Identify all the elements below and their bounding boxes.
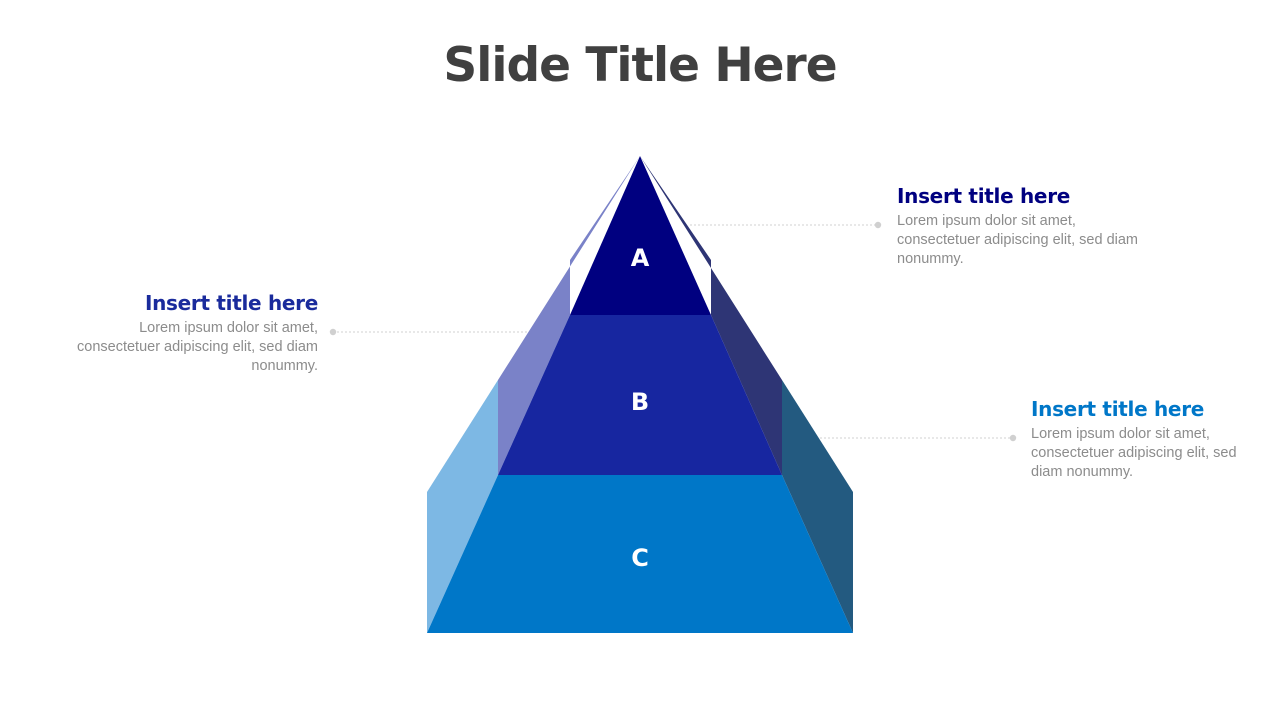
connector-dot-b [329,328,337,336]
callout-level-b: Insert title here Lorem ipsum dolor sit … [58,291,318,376]
pyramid-label-c: C [631,544,649,572]
pyramid-label-b: B [631,388,649,416]
callout-text: Lorem ipsum dolor sit amet, consectetuer… [77,320,318,375]
callout-title: Insert title here [897,184,1071,208]
pyramid-label-a: A [631,244,650,272]
connector-lines [329,221,1017,442]
pyramid-left-face-bottom [427,380,498,633]
callout-level-a: Insert title here Lorem ipsum dolor sit … [897,184,1157,269]
callout-text: Lorem ipsum dolor sit amet, consectetuer… [1031,426,1237,481]
pyramid-left-face-top [498,156,640,475]
pyramid-level-b [498,315,782,475]
callout-level-c: Insert title here Lorem ipsum dolor sit … [1031,397,1271,482]
callout-text: Lorem ipsum dolor sit amet, consectetuer… [897,213,1138,268]
connector-dot-a [874,221,882,229]
pyramid-right-face-bottom [782,380,853,633]
connector-dot-c [1009,434,1017,442]
pyramid-level-c [427,475,853,633]
slide-title: Slide Title Here [443,38,837,93]
callout-title: Insert title here [1031,397,1205,421]
pyramid-level-a [570,156,711,315]
callout-title: Insert title here [144,291,318,315]
